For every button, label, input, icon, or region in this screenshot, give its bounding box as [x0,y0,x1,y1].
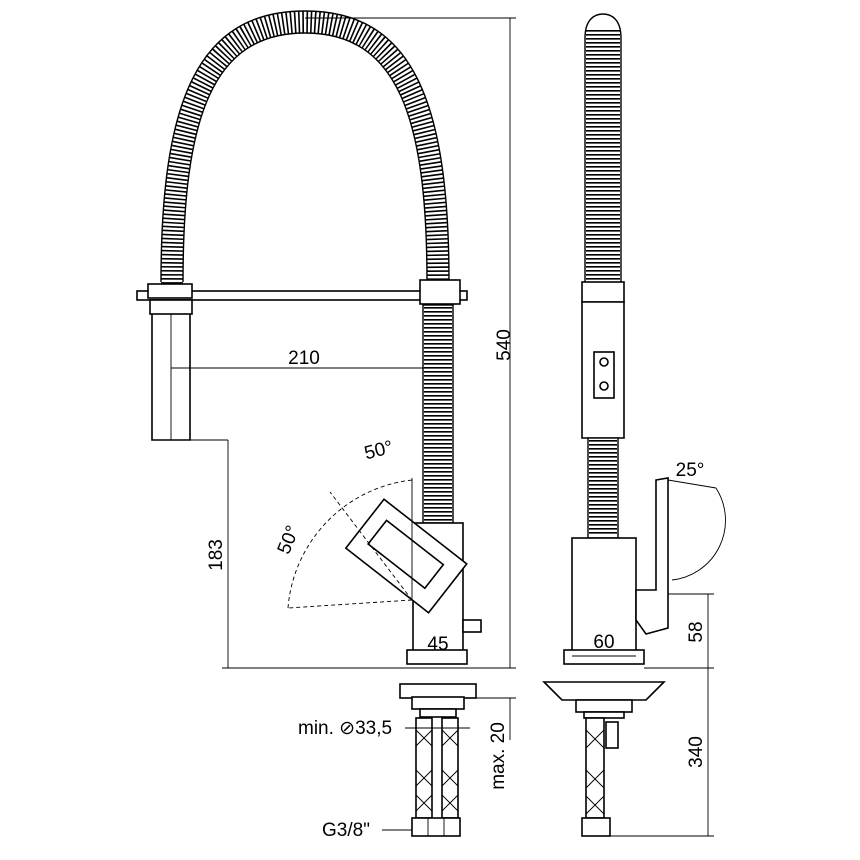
label-base-height: 58 [686,621,707,642]
front-supply-hoses [411,717,461,837]
label-total-height: 540 [494,329,515,361]
front-hose-arch-outer-edge [160,10,450,283]
label-spout-height: 183 [206,539,227,571]
side-angle-ray [667,479,717,489]
front-bar-collar-right [419,279,461,305]
label-spout-reach: 210 [288,348,320,369]
label-connection-thread: G3/8" [322,820,370,841]
side-body-base [563,649,645,665]
front-angle-ray-2 [329,491,413,601]
front-hose-arch [161,10,449,520]
front-mount-washer [419,708,457,718]
front-side-stub [462,619,482,633]
side-spray-button-panel [593,351,615,399]
front-hose-arch-inner-edge [182,32,428,283]
side-supply-hose [581,717,619,837]
side-spray-button-1 [599,357,609,367]
side-faucet-body [571,537,637,652]
side-mount-nut [575,699,633,713]
side-deck-plate [542,681,666,701]
front-spray-head-cap [149,299,193,315]
side-hose-outline [584,13,622,285]
front-view: 540 210 183 50° 50° 45 min. ⊘33,5 max. 2… [136,10,516,841]
label-deck-thickness: max. 20 [488,722,509,790]
label-hole-diameter: min. ⊘33,5 [298,718,392,739]
side-collar [581,281,625,303]
front-bar-collar-left [147,283,193,299]
label-body-width-side: 60 [593,632,614,653]
label-body-width-front: 45 [427,634,448,655]
front-body-base [406,649,468,665]
side-view: 25° 60 58 340 [542,13,726,837]
front-deck-plate [399,683,477,699]
front-lower-hose [422,304,454,524]
side-mount-washer [583,711,625,719]
front-angle-ray-1 [287,599,413,609]
label-lever-angle-side-view: 25° [676,460,705,481]
side-spray-button-2 [599,381,609,391]
front-spray-bar [136,290,468,301]
side-angle-arc [671,487,726,581]
front-mount-nut [411,696,465,710]
front-lever [344,498,468,614]
label-hose-length: 340 [686,736,707,768]
label-lever-angle-top: 50° [362,437,395,464]
side-lever [635,477,669,635]
label-lever-angle-side: 50° [274,523,304,558]
